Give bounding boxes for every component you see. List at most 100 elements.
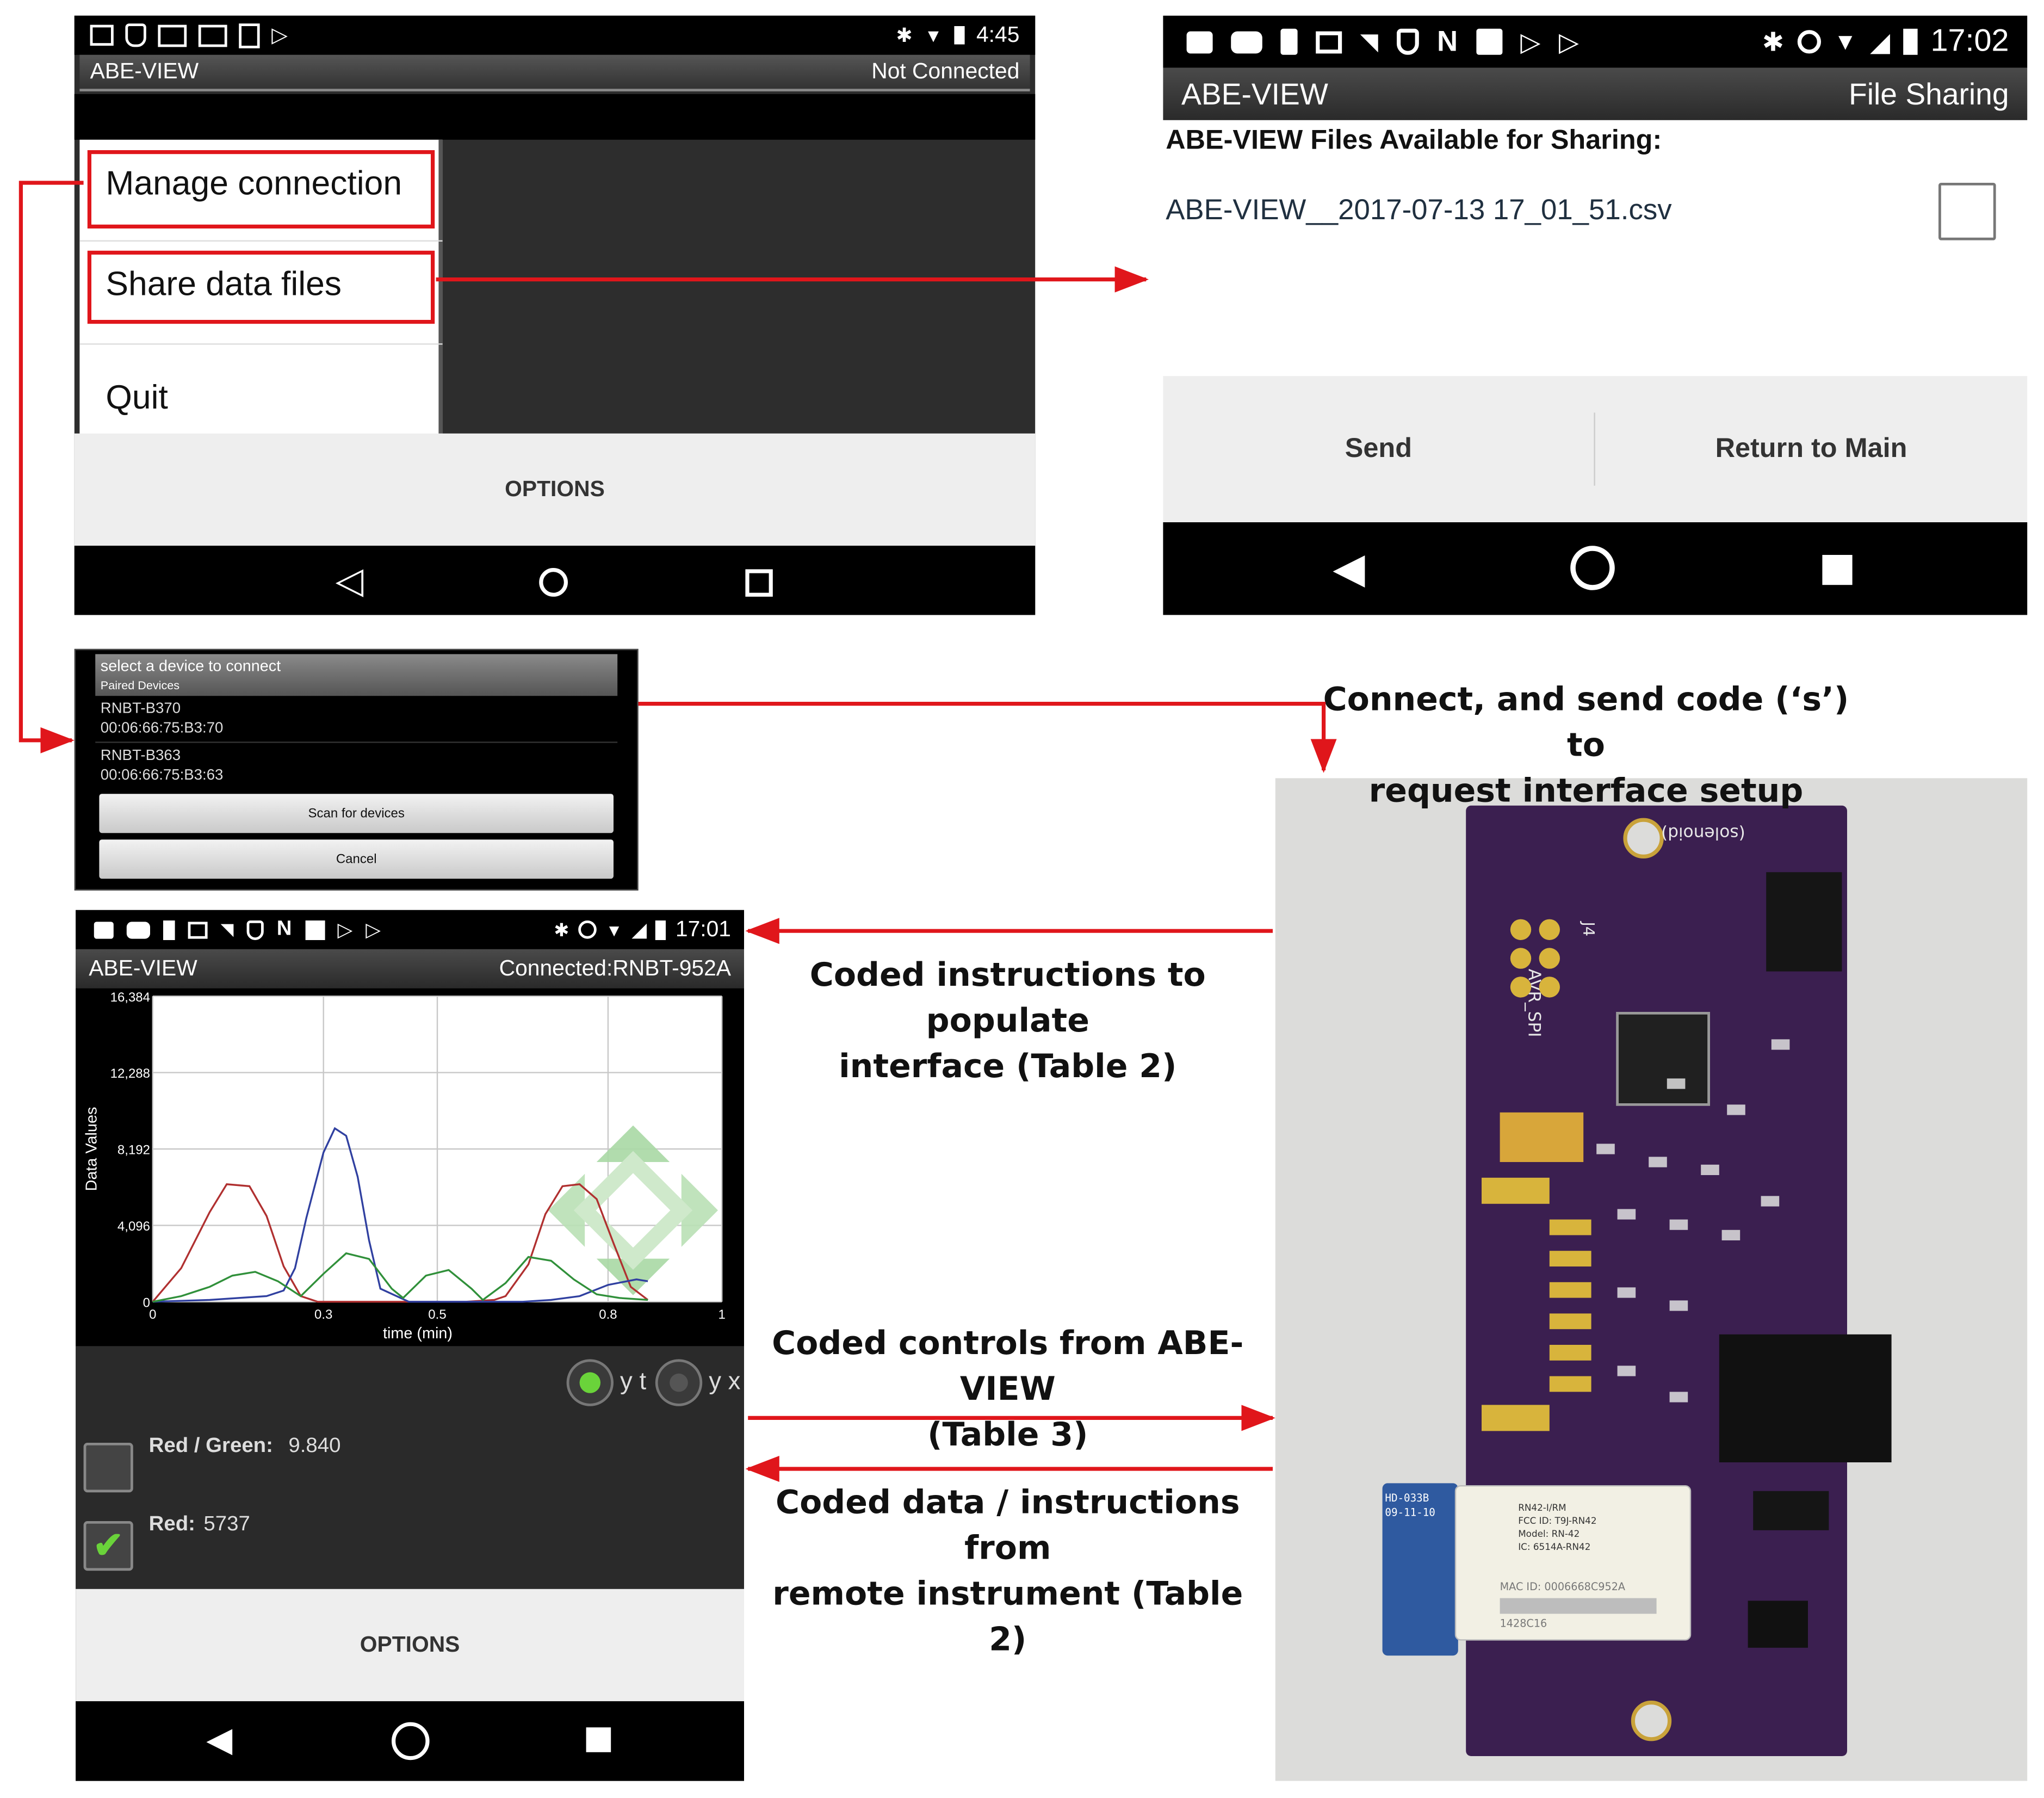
radio-yt[interactable]: y t [566, 1359, 658, 1406]
cancel-button[interactable]: Cancel [99, 839, 614, 879]
y-tick-label: 0 [143, 1295, 150, 1310]
status-time: 17:01 [675, 916, 731, 942]
scan-label: Scan for devices [308, 806, 405, 821]
y-tick-label: 16,384 [110, 990, 150, 1005]
shield-icon [246, 919, 264, 940]
options-button[interactable]: OPTIONS [76, 1589, 745, 1702]
status-time: 4:45 [976, 22, 1020, 47]
options-label: OPTIONS [360, 1632, 460, 1657]
return-label: Return to Main [1715, 433, 1907, 464]
caption-connect: Connect, and send code (‘s’) to request … [1318, 676, 1854, 813]
file-row[interactable]: ABE-VIEW__2017-07-13 17_01_51.csv [1163, 177, 2027, 250]
send-button[interactable]: Send [1163, 376, 1594, 522]
cancel-label: Cancel [336, 852, 377, 867]
n-icon: N [1437, 24, 1458, 58]
shopping-bag-icon [305, 919, 325, 940]
menu-item-manage-connection[interactable]: Manage connection [79, 140, 443, 242]
recents-icon[interactable] [1822, 555, 1853, 585]
wifi-icon: ▼ [605, 919, 623, 940]
screen-options-menu: ▷ ✱ ▼ 4:45 ABE-VIEW Not Connected Manage… [74, 15, 1036, 615]
lte-signal-icon: ◢ [1870, 28, 1891, 57]
nav-bar: ◀ [76, 1701, 745, 1781]
alarm-icon [1797, 30, 1821, 54]
dpad-down-arrow[interactable] [596, 1258, 670, 1295]
caption-controls: Coded controls from ABE-VIEW (Table 3) [747, 1320, 1269, 1457]
options-button[interactable]: OPTIONS [74, 433, 1036, 546]
device-mac: 00:06:66:75:B3:63 [100, 768, 224, 783]
nav-bar: ◀ [1163, 522, 2028, 615]
menu-item-share-data-files[interactable]: Share data files [79, 243, 443, 345]
battery-icon [954, 26, 965, 45]
play-store-icon: ▷ [1558, 28, 1579, 57]
recents-icon[interactable] [586, 1727, 611, 1752]
readout-checkbox-checked[interactable]: ✔ [83, 1521, 133, 1571]
app-title: ABE-VIEW [89, 955, 197, 981]
scan-for-devices-button[interactable]: Scan for devices [99, 794, 614, 833]
status-time: 17:02 [1930, 23, 2009, 59]
mail-icon [158, 24, 187, 47]
module-text: IC: 6514A-RN42 [1518, 1541, 1590, 1552]
caption-line: request interface setup [1368, 771, 1804, 810]
image-icon [188, 921, 208, 938]
readout-checkbox[interactable] [83, 1443, 133, 1493]
x-tick-label: 1 [719, 1307, 726, 1322]
caption-line: Coded data / instructions from [776, 1483, 1240, 1567]
silkscreen-solenoid: (solenoid) [1661, 824, 1745, 843]
dialog-header: select a device to connect Paired Device… [95, 654, 618, 696]
x-axis-label: time (min) [383, 1325, 453, 1342]
action-bar: ABE-VIEW Connected:RNBT-952A [76, 949, 745, 988]
nav-bar: ◁ [74, 546, 1036, 615]
back-icon[interactable]: ◀ [1333, 544, 1365, 592]
radio-label: y x [709, 1368, 741, 1396]
readout-value: 5737 [203, 1513, 250, 1536]
readout-row: ✔ Red: 5737 [83, 1513, 736, 1571]
caption-line: Coded controls from ABE-VIEW [772, 1324, 1244, 1408]
connection-status: Not Connected [871, 59, 1020, 84]
home-icon[interactable] [539, 568, 568, 597]
radio-dot-empty [670, 1373, 688, 1392]
play-store-icon: ▷ [366, 919, 381, 942]
device-list-item[interactable]: RNBT-B363 00:06:66:75:B3:63 [95, 744, 617, 791]
radio-yx[interactable]: y x [655, 1359, 747, 1406]
button-bar: Send Return to Main [1163, 376, 2028, 523]
voltage-regulator [1753, 1491, 1829, 1530]
file-checkbox[interactable] [1938, 183, 1996, 240]
flashlight-icon [1280, 28, 1298, 55]
menu-item-quit[interactable]: Quit [79, 346, 443, 448]
youtube-icon [126, 921, 150, 938]
antenna-label: 09-11-10 [1385, 1506, 1435, 1518]
device-list-item[interactable]: RNBT-B370 00:06:66:75:B3:70 [95, 696, 618, 743]
dialog-subtitle: Paired Devices [100, 679, 180, 692]
return-to-main-button[interactable]: Return to Main [1595, 376, 2027, 522]
direction-pad[interactable] [548, 1125, 718, 1295]
mounting-hole [1631, 1701, 1672, 1741]
dpad-right-arrow[interactable] [681, 1173, 718, 1247]
notification-icons: ▷ [90, 22, 288, 48]
home-icon[interactable] [1570, 546, 1615, 590]
app-title: ABE-VIEW [90, 59, 199, 84]
battery-icon [1903, 28, 1918, 55]
dpad-left-arrow[interactable] [548, 1173, 585, 1247]
device-connect-dialog: select a device to connect Paired Device… [74, 648, 639, 891]
back-icon[interactable]: ◁ [335, 560, 364, 601]
module-text: MAC ID: 0006668C952A [1500, 1580, 1625, 1593]
readout-value: 9.840 [288, 1435, 341, 1457]
radio-button[interactable] [655, 1359, 703, 1406]
wifi-question-icon: ◥ [220, 919, 234, 939]
back-icon[interactable]: ◀ [206, 1719, 233, 1759]
notes-icon [94, 921, 114, 938]
home-icon[interactable] [392, 1722, 430, 1760]
files-heading: ABE-VIEW Files Available for Sharing: [1166, 125, 1662, 156]
dpad-ring [573, 1151, 693, 1270]
recents-icon[interactable] [745, 569, 773, 597]
dpad-up-arrow[interactable] [596, 1125, 670, 1162]
bluetooth-icon: ✱ [896, 24, 913, 47]
x-tick-label: 0.8 [599, 1307, 617, 1322]
arrow-dialog-to-instrument [638, 702, 1337, 773]
notes-icon [1186, 30, 1213, 53]
download-icon [239, 23, 260, 48]
system-icons: ✱ ▼ ◢ 17:02 [1762, 23, 2009, 60]
